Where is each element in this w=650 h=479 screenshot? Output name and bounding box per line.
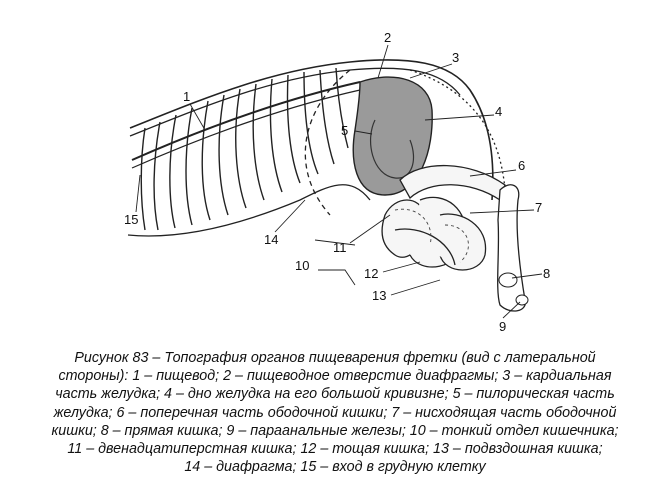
caption-line: стороны): 1 – пищевод; 2 – пищеводное от…: [58, 368, 612, 385]
label-14: 14: [264, 232, 278, 247]
label-1: 1: [183, 89, 190, 104]
label-5: 5: [341, 123, 348, 138]
label-4: 4: [495, 104, 502, 119]
label-6: 6: [518, 158, 525, 173]
paraanal-gland: [498, 272, 518, 288]
caption-line: часть желудка; 4 – дно желудка на его бо…: [55, 386, 615, 403]
esophagus: [131, 81, 361, 161]
spine: [129, 59, 494, 201]
label-8: 8: [543, 266, 550, 281]
label-13: 13: [372, 288, 386, 303]
caption-line: желудка; 6 – поперечная часть ободочной …: [53, 404, 617, 421]
rectum: [497, 184, 526, 312]
label-12: 12: [364, 266, 378, 281]
caption-line: кишки; 8 – прямая кишка; 9 – параанальны…: [51, 422, 619, 439]
caption-line: 11 – двенадцатиперстная кишка; 12 – тоща…: [67, 441, 603, 458]
ribcage: [140, 67, 349, 231]
caption-line: Рисунок 83 – Топография органов пищеваре…: [74, 350, 596, 366]
label-10: 10: [295, 258, 309, 273]
caption-line: 14 – диафрагма; 15 – вход в грудную клет…: [184, 459, 486, 476]
label-15: 15: [124, 212, 138, 227]
figure-caption: Рисунок 83 – Топография органов пищеваре…: [30, 349, 640, 476]
label-11: 11: [333, 240, 347, 255]
label-7: 7: [535, 200, 542, 215]
label-2: 2: [384, 30, 391, 45]
label-3: 3: [452, 50, 459, 65]
intestines: [381, 164, 506, 271]
label-9: 9: [499, 319, 506, 334]
diaphragm: [304, 69, 351, 216]
ferret-digestive-anatomy-illustration: 1 2 3 4 5 6 7 8 9 10 11 12 13 14 15: [124, 30, 550, 334]
